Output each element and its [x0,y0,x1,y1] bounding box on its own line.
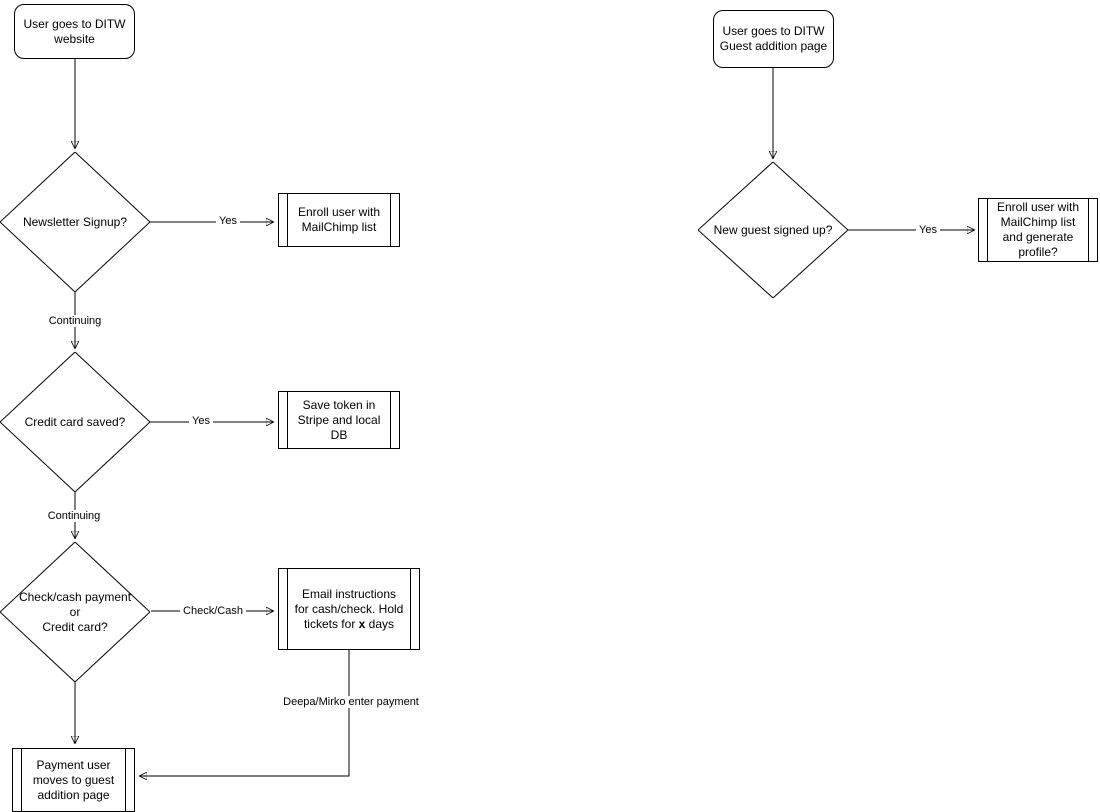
edge-label-yes-newsletter: Yes [216,215,240,227]
edge-label-deepa-mirko: Deepa/Mirko enter payment [280,696,422,708]
process-email-instructions: Email instructions for cash/check. Hold … [278,568,420,650]
diamond-shape [698,162,848,298]
decision-new-guest-label: New guest signed up? [713,222,833,237]
edge-email-to-end [140,650,350,776]
decision-payment-method: Check/cash payment or Credit card? [0,542,150,682]
decision-credit-card-label: Credit card saved? [24,414,126,429]
end-payment-user-label: Payment user moves to guest addition pag… [32,757,115,802]
left-start-label: User goes to DITW website [23,16,126,46]
diamond-shape [0,542,150,682]
email-text-bold-x: x [358,616,366,631]
process-enroll-generate-profile: Enroll user with MailChimp list and gene… [978,198,1098,262]
edge-label-yes-newguest: Yes [916,224,940,236]
right-start-node: User goes to DITW Guest addition page [713,10,834,68]
process-enroll-generate-label: Enroll user with MailChimp list and gene… [996,200,1080,259]
decision-credit-card-saved: Credit card saved? [0,352,150,492]
edge-label-check-cash: Check/Cash [180,605,246,617]
edge-label-continuing-1: Continuing [45,315,105,327]
end-payment-user-node: Payment user moves to guest addition pag… [12,748,135,812]
email-text-suffix: days [365,616,395,631]
left-start-node: User goes to DITW website [14,4,135,59]
decision-payment-method-label: Check/cash payment or Credit card? [18,589,132,634]
process-enroll-label: Enroll user with MailChimp list [297,205,381,234]
process-save-token: Save token in Stripe and local DB [278,391,400,449]
process-email-instructions-label: Email instructions for cash/check. Hold … [291,587,408,632]
email-text-prefix: Email instructions for cash/check. Hold … [294,586,404,631]
decision-new-guest-signed-up: New guest signed up? [698,162,848,298]
process-enroll-mailchimp: Enroll user with MailChimp list [278,193,400,247]
edge-label-yes-creditcard: Yes [189,415,213,427]
decision-newsletter-signup: Newsletter Signup? [0,152,150,292]
diamond-shape [0,352,150,492]
process-save-token-label: Save token in Stripe and local DB [297,397,381,442]
right-start-label: User goes to DITW Guest addition page [719,24,828,53]
edge-label-continuing-2: Continuing [44,510,104,522]
diamond-shape [0,152,150,292]
decision-newsletter-label: Newsletter Signup? [22,214,128,229]
